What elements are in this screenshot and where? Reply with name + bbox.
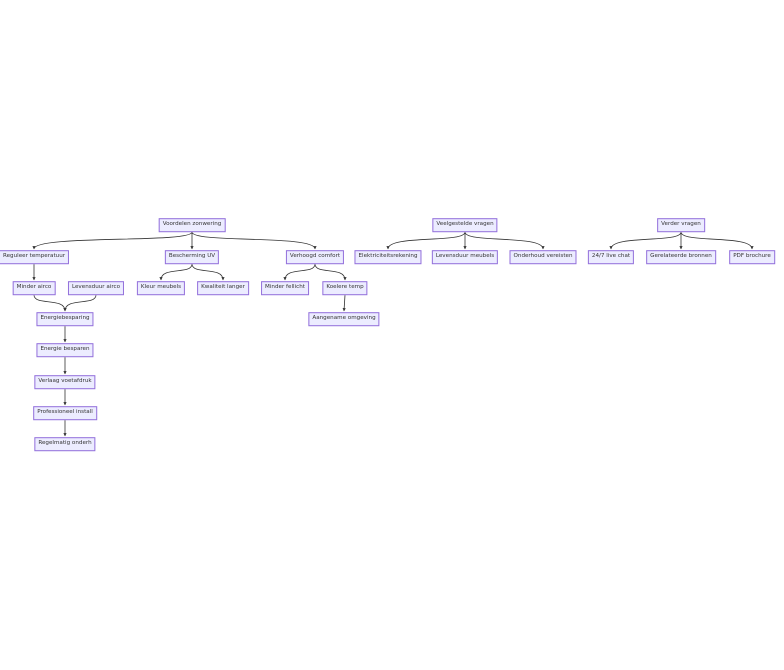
edge-comfort-to-koelere	[314, 263, 347, 281]
node-verhoogd-comfort: Verhoogd comfort	[285, 250, 345, 264]
node-koelere-temp: Koelere temp	[322, 281, 368, 295]
node-energie-besparen: Energie besparen	[36, 343, 94, 357]
node-bescherming-uv: Bescherming UV	[164, 250, 220, 264]
edge-koelere-to-aangename	[342, 294, 346, 312]
edge-veelgestelde-to-onderhoud	[464, 231, 545, 250]
node-regelmatig-onderh: Regelmatig onderh	[34, 437, 96, 451]
node-energiebesparing: Energiebesparing	[36, 312, 94, 326]
edge-comfort-to-felicht	[283, 263, 316, 281]
node-levensduur-airco: Levensduur airco	[67, 281, 125, 295]
edge-bescherming-to-kwaliteit	[191, 263, 225, 281]
node-onderhoud-vereisten: Onderhoud vereisten	[509, 250, 577, 264]
node-gerelateerde-bronnen: Gerelateerde bronnen	[646, 250, 716, 264]
edge-levensduur_airco-to-energiebesparing	[63, 294, 97, 312]
node-elektriciteitsrekening: Elektriciteitsrekening	[354, 250, 422, 264]
edge-minder_airco-to-energiebesparing	[33, 294, 67, 312]
node-verder-vragen: Verder vragen	[657, 218, 705, 232]
node-levensduur-meubels: Levensduur meubels	[431, 250, 499, 264]
node-pdf-brochure: PDF brochure	[729, 250, 775, 264]
node-voordelen-zonwering: Voordelen zonwering	[158, 218, 226, 232]
edge-bescherming-to-kleur	[159, 263, 193, 281]
edge-voordelen-to-reguleer	[32, 231, 193, 250]
edge-veelgestelde-to-elektriciteit	[386, 231, 466, 250]
node-live-chat: 24/7 live chat	[587, 250, 635, 264]
node-verlaag-voetafdruk: Verlaag voetafdruk	[34, 375, 96, 389]
node-professioneel-install: Professioneel install	[33, 406, 97, 420]
node-veelgestelde-vragen: Veelgestelde vragen	[432, 218, 498, 232]
node-minder-airco: Minder airco	[12, 281, 56, 295]
node-kleur-meubels: Kleur meubels	[136, 281, 186, 295]
node-aangename-omgeving: Aangename omgeving	[308, 312, 380, 326]
node-reguleer-temperatuur: Reguleer temperatuur	[0, 250, 70, 264]
edge-verder-to-chat	[609, 231, 682, 250]
node-kwaliteit-langer: Kwaliteit langer	[197, 281, 249, 295]
node-minder-fellicht: Minder fellicht	[261, 281, 309, 295]
edge-verder-to-pdf	[680, 231, 754, 250]
edge-voordelen-to-comfort	[191, 231, 317, 250]
